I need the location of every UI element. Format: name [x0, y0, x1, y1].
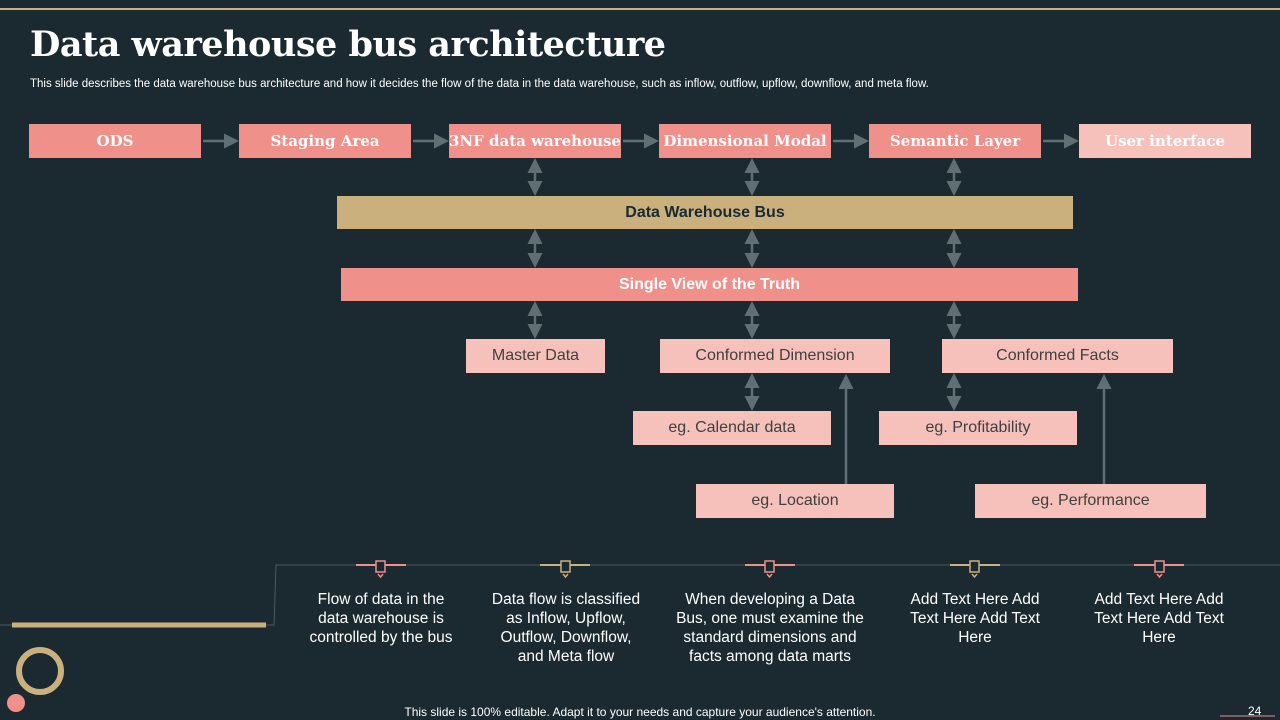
note-text: Flow of data in the data warehouse is co… — [309, 591, 453, 646]
performance-box: eg. Performance — [975, 484, 1206, 518]
data-warehouse-bus: Data Warehouse Bus — [337, 196, 1073, 229]
top-accent-line — [0, 8, 1280, 10]
stage-ods: ODS — [29, 124, 201, 158]
stage-user-interface: User interface — [1079, 124, 1251, 158]
slide-title: Data warehouse bus architecture — [30, 24, 666, 65]
note-text: Add Text Here Add Text Here Add Text Her… — [910, 591, 1040, 646]
single-view-of-truth: Single View of the Truth — [341, 268, 1078, 301]
conformed-facts-box: Conformed Facts — [942, 339, 1173, 373]
note-text: Add Text Here Add Text Here Add Text Her… — [1094, 591, 1224, 646]
master-data-box: Master Data — [466, 339, 605, 373]
note-markers — [356, 560, 1184, 579]
calendar-data-box: eg. Calendar data — [633, 411, 831, 445]
note-text: When developing a Data Bus, one must exa… — [676, 591, 864, 665]
location-box: eg. Location — [696, 484, 894, 518]
slide-subtitle: This slide describes the data warehouse … — [30, 78, 929, 90]
profitability-box: eg. Profitability — [879, 411, 1077, 445]
stage-staging-area: Staging Area — [239, 124, 411, 158]
note-text: Data flow is classified as Inflow, Upflo… — [491, 591, 641, 665]
footer-text: This slide is 100% editable. Adapt it to… — [404, 705, 876, 719]
stage-dimensional-modal: Dimensional Modal — [659, 124, 831, 158]
stage-semantic-layer: Semantic Layer — [869, 124, 1041, 158]
stage-3nf-data-warehouse: 3NF data warehouse — [449, 124, 621, 158]
page-number: 24 — [1248, 704, 1262, 718]
conformed-dimension-box: Conformed Dimension — [660, 339, 890, 373]
